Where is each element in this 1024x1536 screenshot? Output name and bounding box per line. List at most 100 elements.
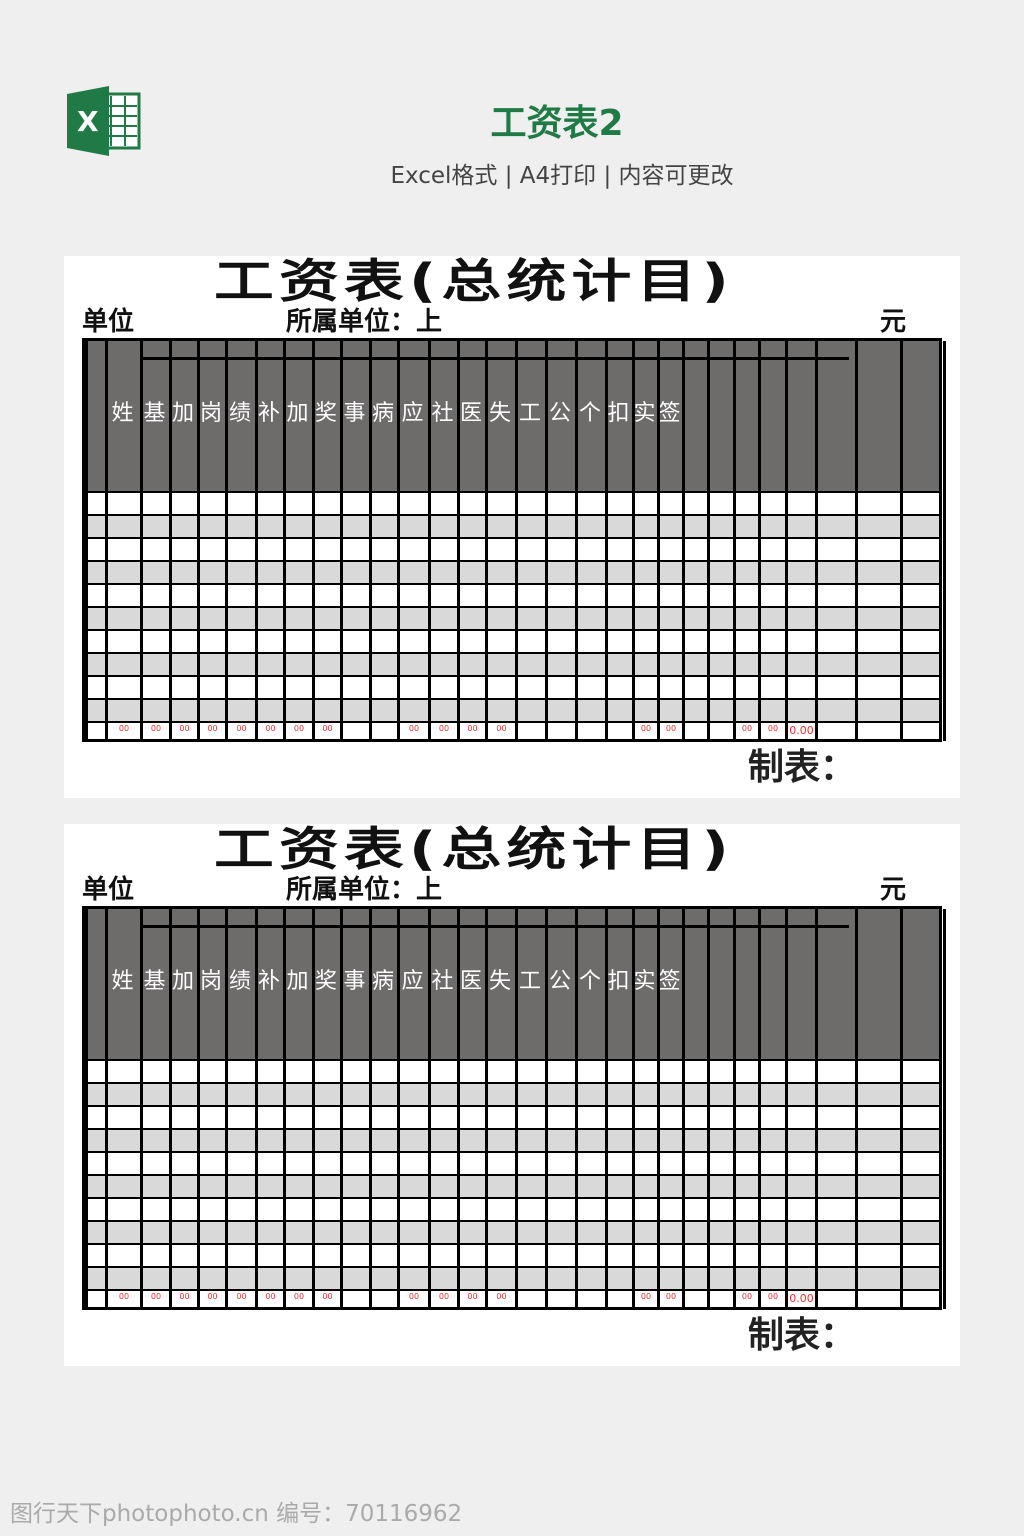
table-header: 姓基加岗绩补加奖事病应社医失工公个扣实签 [85,341,939,491]
table-row [85,514,939,537]
total-cell: 00 [322,724,333,733]
column-header: 事 [343,969,366,994]
table-row [85,1174,939,1197]
sheet-preview-1: 工资表(总统计目) 单位 所属单位：上 元 姓基加岗绩补加奖事病应社医失工公个扣… [64,256,960,798]
maker-label: 制表： [748,1315,857,1356]
table-row [85,1059,939,1082]
column-header: 扣 [607,401,630,426]
table-header: 姓基加岗绩补加奖事病应社医失工公个扣实签 [85,909,939,1059]
column-divider [283,341,286,741]
table-row [85,491,939,514]
total-cell: 00 [741,1292,753,1301]
column-header: 病 [371,401,394,426]
table-row [85,1197,939,1220]
column-divider [515,341,518,741]
column-divider [457,341,460,741]
total-cell: 00 [640,724,652,733]
column-header: 签 [658,401,681,426]
column-divider [397,341,400,741]
column-divider [485,341,488,741]
total-cell: 00 [179,724,190,733]
unit-label: 单位 [82,307,135,337]
column-divider [632,909,635,1309]
column-divider [785,909,788,1309]
unit-label: 单位 [82,875,135,905]
column-divider [657,909,660,1309]
column-divider [733,341,736,741]
column-divider [140,341,143,741]
total-cell: 0.00 [789,724,814,737]
column-divider [340,341,343,741]
total-cell: 00 [767,1292,779,1301]
maker-label: 制表： [748,747,857,788]
total-cell: 0.00 [789,1292,814,1305]
total-cell: 00 [665,1292,677,1301]
column-header: 岗 [199,969,222,994]
column-header: 公 [548,969,571,994]
page-title: 工资表2 [490,103,624,144]
column-header: 应 [401,969,424,994]
page-subtitle: Excel格式 | A4打印 | 内容可更改 [390,163,734,189]
table-row [85,583,939,606]
column-divider [785,341,788,741]
column-divider [255,909,258,1309]
column-divider [815,909,818,1309]
column-divider [943,341,946,741]
column-header: 医 [459,969,482,994]
total-cell: 00 [438,724,450,733]
column-divider [515,909,518,1309]
column-header: 基 [143,401,166,426]
column-header: 加 [171,969,194,994]
column-divider [707,341,710,741]
salary-table: 姓基加岗绩补加奖事病应社医失工公个扣实签 00 00 00 00 00 00 00 00 00 00… [82,906,946,1310]
column-header: 个 [578,969,601,994]
column-divider [397,909,400,1309]
table-row [85,1151,939,1174]
column-header: 姓 [111,969,134,994]
column-header: 奖 [314,401,337,426]
dept-label: 所属单位：上 [286,307,443,337]
column-divider [340,909,343,1309]
column-divider [855,909,858,1309]
column-divider [900,909,903,1309]
column-header: 加 [286,401,309,426]
column-divider [758,909,761,1309]
column-divider [428,909,431,1309]
total-cell: 00 [467,724,478,733]
column-divider [105,909,108,1309]
table-row [85,1243,939,1266]
table-row [85,537,939,560]
column-divider [605,341,608,741]
column-divider [900,341,903,741]
column-header: 公 [548,401,571,426]
column-divider [312,909,315,1309]
table-row [85,698,939,721]
column-divider [225,341,228,741]
total-cell: 00 [741,724,753,733]
column-divider [312,341,315,741]
total-cell: 00 [265,724,276,733]
total-cell: 00 [179,1292,190,1301]
column-divider [369,341,372,741]
column-header: 实 [633,401,656,426]
table-row [85,1105,939,1128]
column-divider [369,909,372,1309]
column-divider [682,341,685,741]
column-divider [733,909,736,1309]
table-row [85,1128,939,1151]
table-row [85,652,939,675]
totals-row [85,721,939,744]
column-header: 工 [518,969,541,994]
total-cell: 00 [467,1292,478,1301]
currency-label: 元 [880,307,907,337]
column-header: 加 [286,969,309,994]
total-cell: 00 [236,1292,247,1301]
column-header: 应 [401,401,424,426]
column-divider [85,909,88,1309]
total-cell: 00 [640,1292,652,1301]
total-cell: 00 [408,1292,420,1301]
total-cell: 00 [150,1292,162,1301]
dept-label: 所属单位：上 [286,875,443,905]
total-cell: 00 [293,1292,305,1301]
